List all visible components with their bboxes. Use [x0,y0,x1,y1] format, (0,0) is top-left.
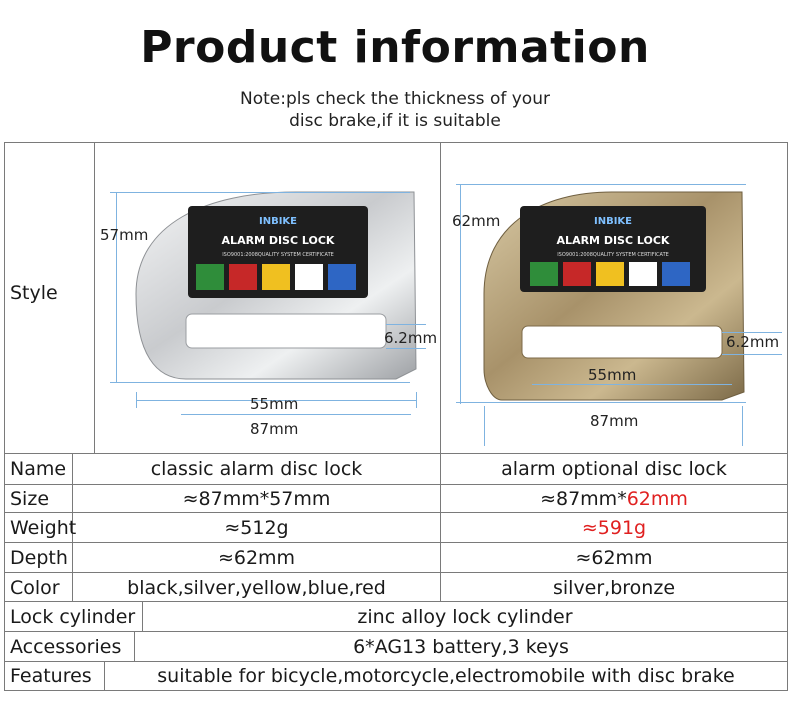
table-border-bottom [4,690,788,691]
bronze-lock-figure: INBIKE ALARM DISC LOCK ISO9001:2008QUALI… [442,144,786,450]
table-line [4,631,788,632]
right-width-dimension: 87mm [590,412,639,430]
left-plate-cert: ISO9001:2008QUALITY SYSTEM CERTIFICATE [222,252,334,258]
note-line-2: disc brake,if it is suitable [289,111,501,131]
table-border-left [4,142,5,691]
table-line [142,601,143,631]
table-line [4,601,788,602]
table-line [4,484,788,485]
lock-cylinder-value: zinc alloy lock cylinder [357,606,573,628]
table-line [4,542,788,543]
left-gap-dimension: 6.2mm [384,329,438,347]
table-border-top [4,142,788,143]
table-line [104,661,105,690]
right-brand: INBIKE [594,216,632,227]
left-weight-value: ≈512g [224,517,289,539]
left-inner-width-dimension: 55mm [250,395,299,413]
features-value: suitable for bicycle,motorcycle,electrom… [157,665,735,687]
right-plate-cert: ISO9001:2008QUALITY SYSTEM CERTIFICATE [557,252,669,258]
depth-label: Depth [10,547,68,569]
silver-lock-figure: INBIKE ALARM DISC LOCK ISO9001:2008QUALI… [96,144,438,450]
table-line [72,453,73,601]
right-weight-value: ≈591g [581,517,647,539]
accessories-value: 6*AG13 battery,3 keys [353,636,569,658]
left-height-dimension: 57mm [100,226,149,244]
left-name-value: classic alarm disc lock [150,458,363,480]
weight-label: Weight [10,517,77,539]
note-line-1: Note:pls check the thickness of your [240,89,550,109]
table-line [440,142,441,601]
right-plate-name: ALARM DISC LOCK [557,234,670,247]
right-inner-width-dimension: 55mm [588,366,637,384]
features-label: Features [10,665,92,687]
table-line [94,142,95,453]
left-depth-value: ≈62mm [217,547,296,569]
left-brand: INBIKE [259,216,297,227]
accessories-label: Accessories [10,636,122,658]
size-label: Size [10,488,50,510]
left-plate-name: ALARM DISC LOCK [222,234,335,247]
table-line [4,453,788,454]
table-line [134,631,135,661]
color-label: Color [10,576,60,599]
left-color-value: black,silver,yellow,blue,red [127,576,386,599]
table-line [4,661,788,662]
name-label: Name [10,458,67,480]
silver-lock-drawing: INBIKE ALARM DISC LOCK ISO9001:2008QUALI… [110,191,426,415]
product-info-table: Style INBIKE ALARM DISC LOCK ISO9001:200… [4,142,788,691]
table-line [4,512,788,513]
right-color-value: silver,bronze [552,576,676,599]
right-size-prefix: ≈87mm* [540,488,627,510]
left-size-value: ≈87mm*57mm [182,488,331,510]
right-name-value: alarm optional disc lock [501,458,727,480]
style-label: Style [10,282,58,304]
table-border-right [787,142,788,691]
right-height-dimension: 62mm [452,212,501,230]
left-width-dimension: 87mm [250,420,299,438]
right-gap-dimension: 6.2mm [726,333,780,351]
table-line [4,572,788,573]
page-title: Product information [140,22,650,73]
bronze-lock-drawing: INBIKE ALARM DISC LOCK ISO9001:2008QUALI… [456,184,782,446]
right-size-value: ≈87mm*62mm [441,485,787,513]
right-depth-value: ≈62mm [575,547,653,569]
right-size-highlight: 62mm [626,488,688,510]
lock-cylinder-label: Lock cylinder [10,606,136,628]
